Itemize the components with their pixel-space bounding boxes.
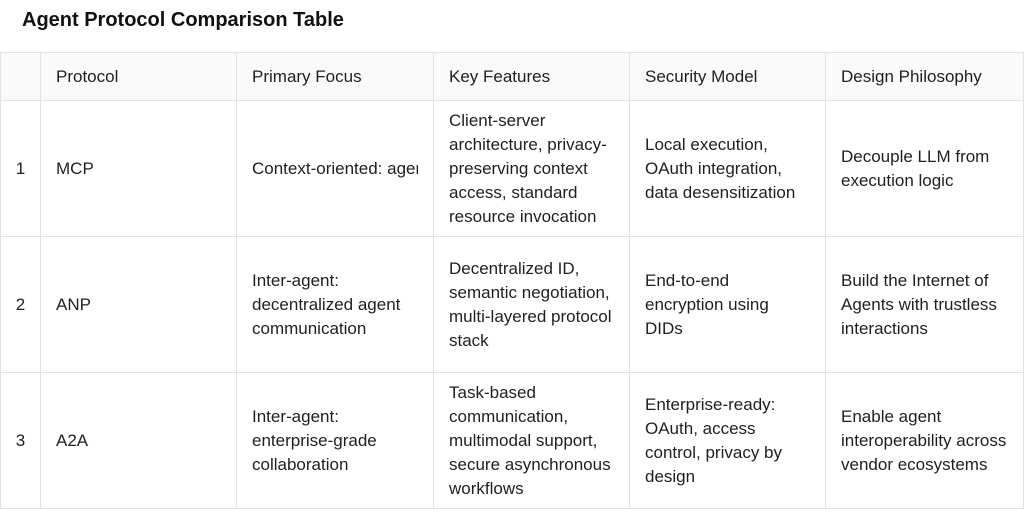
row-index: 3 (0, 372, 41, 509)
cell-primary-focus[interactable]: Inter-agent: enterprise-grade collaborat… (236, 372, 434, 509)
header-primary-focus[interactable]: Primary Focus (236, 52, 434, 101)
header-design-philosophy[interactable]: Design Philosophy (825, 52, 1024, 101)
cell-security-model[interactable]: Enterprise-ready: OAuth, access control,… (629, 372, 826, 509)
cell-text: Client-server architecture, privacy-pres… (449, 110, 607, 226)
cell-security-model[interactable]: Local execution, OAuth integration, data… (629, 100, 826, 237)
page-title: Agent Protocol Comparison Table (22, 9, 344, 31)
header-security-model[interactable]: Security Model (629, 52, 826, 101)
cell-text: Decentralized ID, semantic negotiation, … (449, 258, 612, 350)
cell-text: Build the Internet of Agents with trustl… (841, 270, 997, 338)
cell-design-philosophy[interactable]: Build the Internet of Agents with trustl… (825, 236, 1024, 373)
cell-key-features[interactable]: Task-based communication, multimodal sup… (433, 372, 630, 509)
cell-key-features[interactable]: Client-server architecture, privacy-pres… (433, 100, 630, 237)
table-row: 1 MCP Context-oriented: agent Client-ser… (0, 100, 1024, 237)
cell-text: Local execution, OAuth integration, data… (645, 134, 796, 202)
cell-security-model[interactable]: End-to-end encryption using DIDs (629, 236, 826, 373)
cell-primary-focus[interactable]: Context-oriented: agent (236, 100, 434, 237)
cell-text: Task-based communication, multimodal sup… (449, 382, 611, 498)
cell-design-philosophy[interactable]: Decouple LLM from execution logic (825, 100, 1024, 237)
cell-protocol[interactable]: A2A (40, 372, 237, 509)
cell-text: Enterprise-ready: OAuth, access control,… (645, 394, 782, 486)
comparison-table: Protocol Primary Focus Key Features Secu… (0, 52, 1024, 509)
cell-text: End-to-end encryption using DIDs (645, 270, 769, 338)
cell-key-features[interactable]: Decentralized ID, semantic negotiation, … (433, 236, 630, 373)
cell-primary-focus[interactable]: Inter-agent: decentralized agent communi… (236, 236, 434, 373)
header-key-features[interactable]: Key Features (433, 52, 630, 101)
row-index: 1 (0, 100, 41, 237)
cell-text: Context-oriented: agent (252, 158, 418, 178)
cell-text: Enable agent interoperability across ven… (841, 406, 1007, 474)
table-row: 3 A2A Inter-agent: enterprise-grade coll… (0, 372, 1024, 509)
cell-text: Inter-agent: enterprise-grade collaborat… (252, 406, 377, 474)
table-header-row: Protocol Primary Focus Key Features Secu… (0, 52, 1024, 101)
index-header (0, 52, 41, 101)
row-index: 2 (0, 236, 41, 373)
table-row: 2 ANP Inter-agent: decentralized agent c… (0, 236, 1024, 373)
cell-design-philosophy[interactable]: Enable agent interoperability across ven… (825, 372, 1024, 509)
cell-protocol[interactable]: MCP (40, 100, 237, 237)
cell-text: Inter-agent: decentralized agent communi… (252, 270, 401, 338)
cell-protocol[interactable]: ANP (40, 236, 237, 373)
header-protocol[interactable]: Protocol (40, 52, 237, 101)
cell-text: Decouple LLM from execution logic (841, 146, 990, 190)
